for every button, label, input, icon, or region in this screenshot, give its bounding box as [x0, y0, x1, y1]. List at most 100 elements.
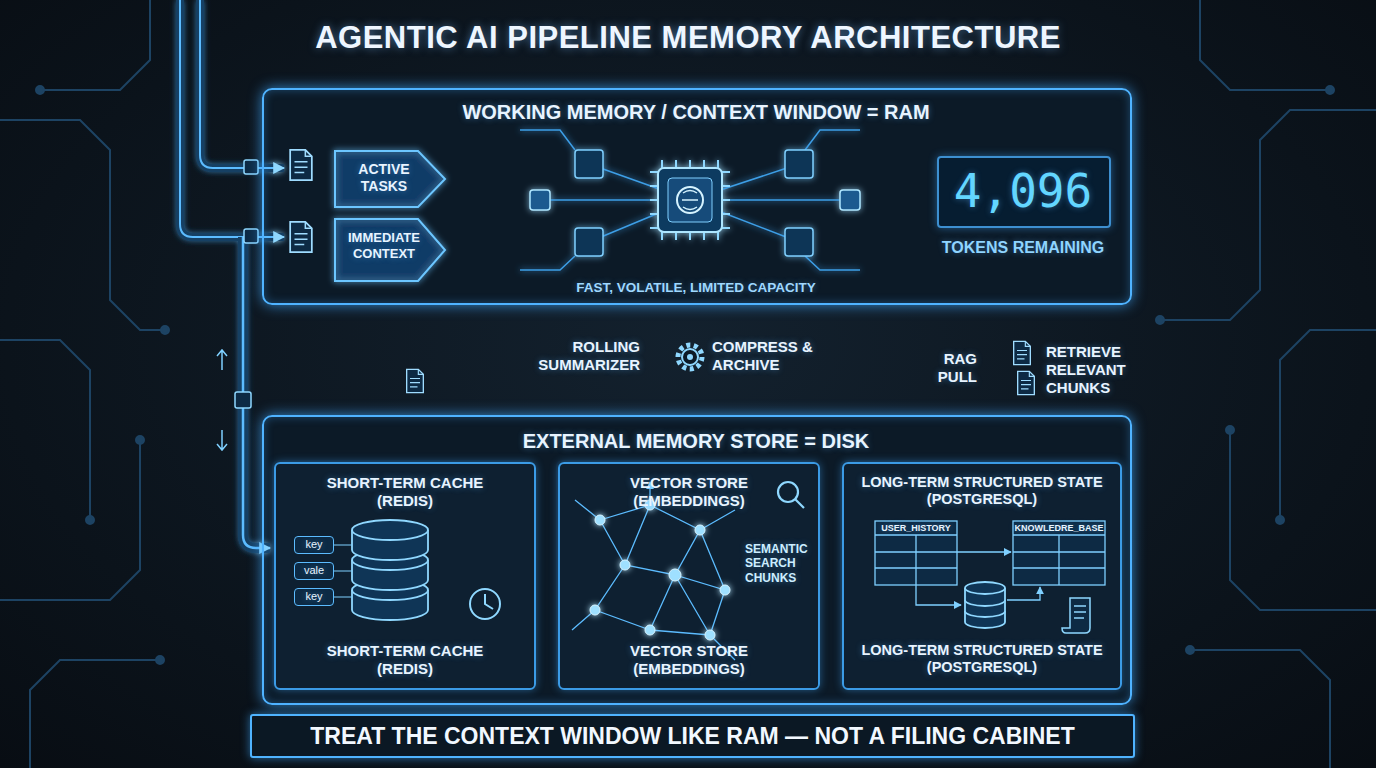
document-icon — [290, 150, 1034, 395]
processor-chip — [650, 160, 730, 240]
store-panel: LONG-TERM STRUCTURED STATE (POSTGRESQL) L… — [842, 462, 1122, 690]
database-cylinder — [965, 582, 1005, 594]
document-icon — [1014, 341, 1031, 364]
pipe-chip-icon — [244, 160, 258, 174]
key-value-pill: key — [294, 536, 334, 554]
vector-graph — [595, 515, 605, 525]
vector-graph — [620, 560, 630, 570]
database-table — [1007, 587, 1040, 600]
external-store-box: EXTERNAL MEMORY STORE = DISK SHORT-TERM C… — [262, 415, 1132, 705]
panel-fill — [840, 460, 1120, 688]
box-heading: EXTERNAL MEMORY STORE = DISK — [264, 429, 1128, 453]
diagram-title: AGENTIC AI PIPELINE MEMORY ARCHITECTURE — [0, 20, 1376, 56]
database-table — [1013, 535, 1105, 585]
edge-label: RAG PULL — [915, 350, 977, 386]
panel-fill — [272, 460, 534, 688]
database-table — [916, 585, 961, 605]
scroll-icon — [1062, 598, 1090, 633]
vector-graph — [590, 500, 730, 640]
vector-graph — [705, 630, 715, 640]
flow-arrow — [820, 547, 842, 550]
database-stack — [352, 520, 428, 540]
panel-footer: VECTOR STORE (EMBEDDINGS) — [599, 642, 779, 678]
chip-pin — [650, 160, 730, 240]
flow-arrow — [394, 305, 397, 462]
processor-chip — [682, 191, 698, 210]
arrow-box: IMMEDIATE CONTEXT — [334, 218, 446, 282]
circuit-traces — [1226, 426, 1234, 434]
circuit-traces — [1160, 110, 1376, 320]
chip-pin — [650, 160, 730, 240]
circuit-traces — [1186, 646, 1194, 654]
vector-graph — [590, 605, 600, 615]
processor-chip — [840, 190, 860, 210]
gear-icon — [678, 345, 702, 369]
database-cylinder — [965, 600, 1005, 617]
circuit-traces — [1276, 516, 1284, 524]
processor-chip — [658, 168, 722, 232]
panel-heading: LONG-TERM STRUCTURED STATE (POSTGRESQL) — [847, 474, 1117, 509]
working-memory-box: WORKING MEMORY / CONTEXT WINDOW = RAMFAS… — [262, 88, 1132, 305]
input-pipe — [180, 0, 284, 237]
flow-label: COMPRESS & ARCHIVE — [712, 338, 822, 374]
pipe-chip-icon — [217, 350, 227, 450]
circuit-traces — [0, 340, 90, 520]
processor-chip — [785, 150, 813, 178]
key-value-pill: vale — [294, 562, 334, 580]
arrow-shape — [335, 219, 445, 281]
processor-chip — [575, 150, 603, 178]
input-pipe — [180, 0, 284, 548]
processor-chip — [520, 130, 860, 270]
counter-caption: TOKENS REMAINING — [927, 238, 1119, 257]
gear-icon — [678, 345, 702, 369]
edge-label: ROLLING SUMMARIZER — [520, 338, 640, 374]
clock-icon — [470, 589, 500, 619]
circuit-traces — [36, 86, 44, 94]
circuit-traces — [161, 326, 169, 334]
circuit-traces — [86, 516, 94, 524]
box-heading: WORKING MEMORY / CONTEXT WINDOW = RAM — [264, 100, 1128, 124]
document-icon — [290, 222, 312, 252]
flow-arrow — [658, 305, 662, 415]
vector-graph — [720, 585, 730, 595]
box-label: IMMEDIATE CONTEXT — [338, 230, 430, 261]
input-pipe — [180, 0, 284, 237]
processor-chip — [677, 187, 703, 213]
circuit-traces — [0, 120, 165, 330]
database-cylinder — [965, 582, 1005, 628]
panel-fill — [262, 88, 1130, 305]
document-icon — [1018, 371, 1035, 394]
flow-arrow — [536, 547, 558, 550]
flow-label: RETRIEVE RELEVANT CHUNKS — [1046, 343, 1146, 397]
vector-graph — [669, 569, 681, 581]
circuit-traces — [0, 440, 140, 600]
processor-chip — [575, 228, 603, 256]
processor-chip — [530, 190, 550, 210]
circuit-traces — [1156, 316, 1164, 324]
panel-footer: LONG-TERM STRUCTURED STATE (POSTGRESQL) — [847, 642, 1117, 677]
arrow-box: ACTIVE TASKS — [334, 150, 446, 208]
vector-graph — [595, 505, 725, 635]
circuit-traces — [136, 436, 144, 444]
processor-chip — [668, 178, 712, 222]
database-stack — [334, 520, 428, 620]
clock-icon — [470, 589, 500, 619]
magnifier-icon — [795, 499, 804, 508]
vector-graph — [645, 625, 655, 635]
circuit-traces — [1230, 430, 1376, 610]
clock-icon — [485, 594, 493, 609]
database-table — [875, 535, 957, 585]
panel-heading: SHORT-TERM CACHE (REDIS) — [315, 474, 495, 510]
input-pipe — [200, 0, 284, 168]
vector-graph — [695, 525, 705, 535]
circuit-traces — [156, 656, 164, 664]
panel-fill — [262, 88, 1130, 705]
magnifier-icon — [778, 482, 804, 508]
gear-icon — [687, 354, 693, 360]
panel-fill — [262, 415, 1130, 705]
chip-pin — [650, 160, 730, 240]
chip-pin — [650, 160, 730, 240]
